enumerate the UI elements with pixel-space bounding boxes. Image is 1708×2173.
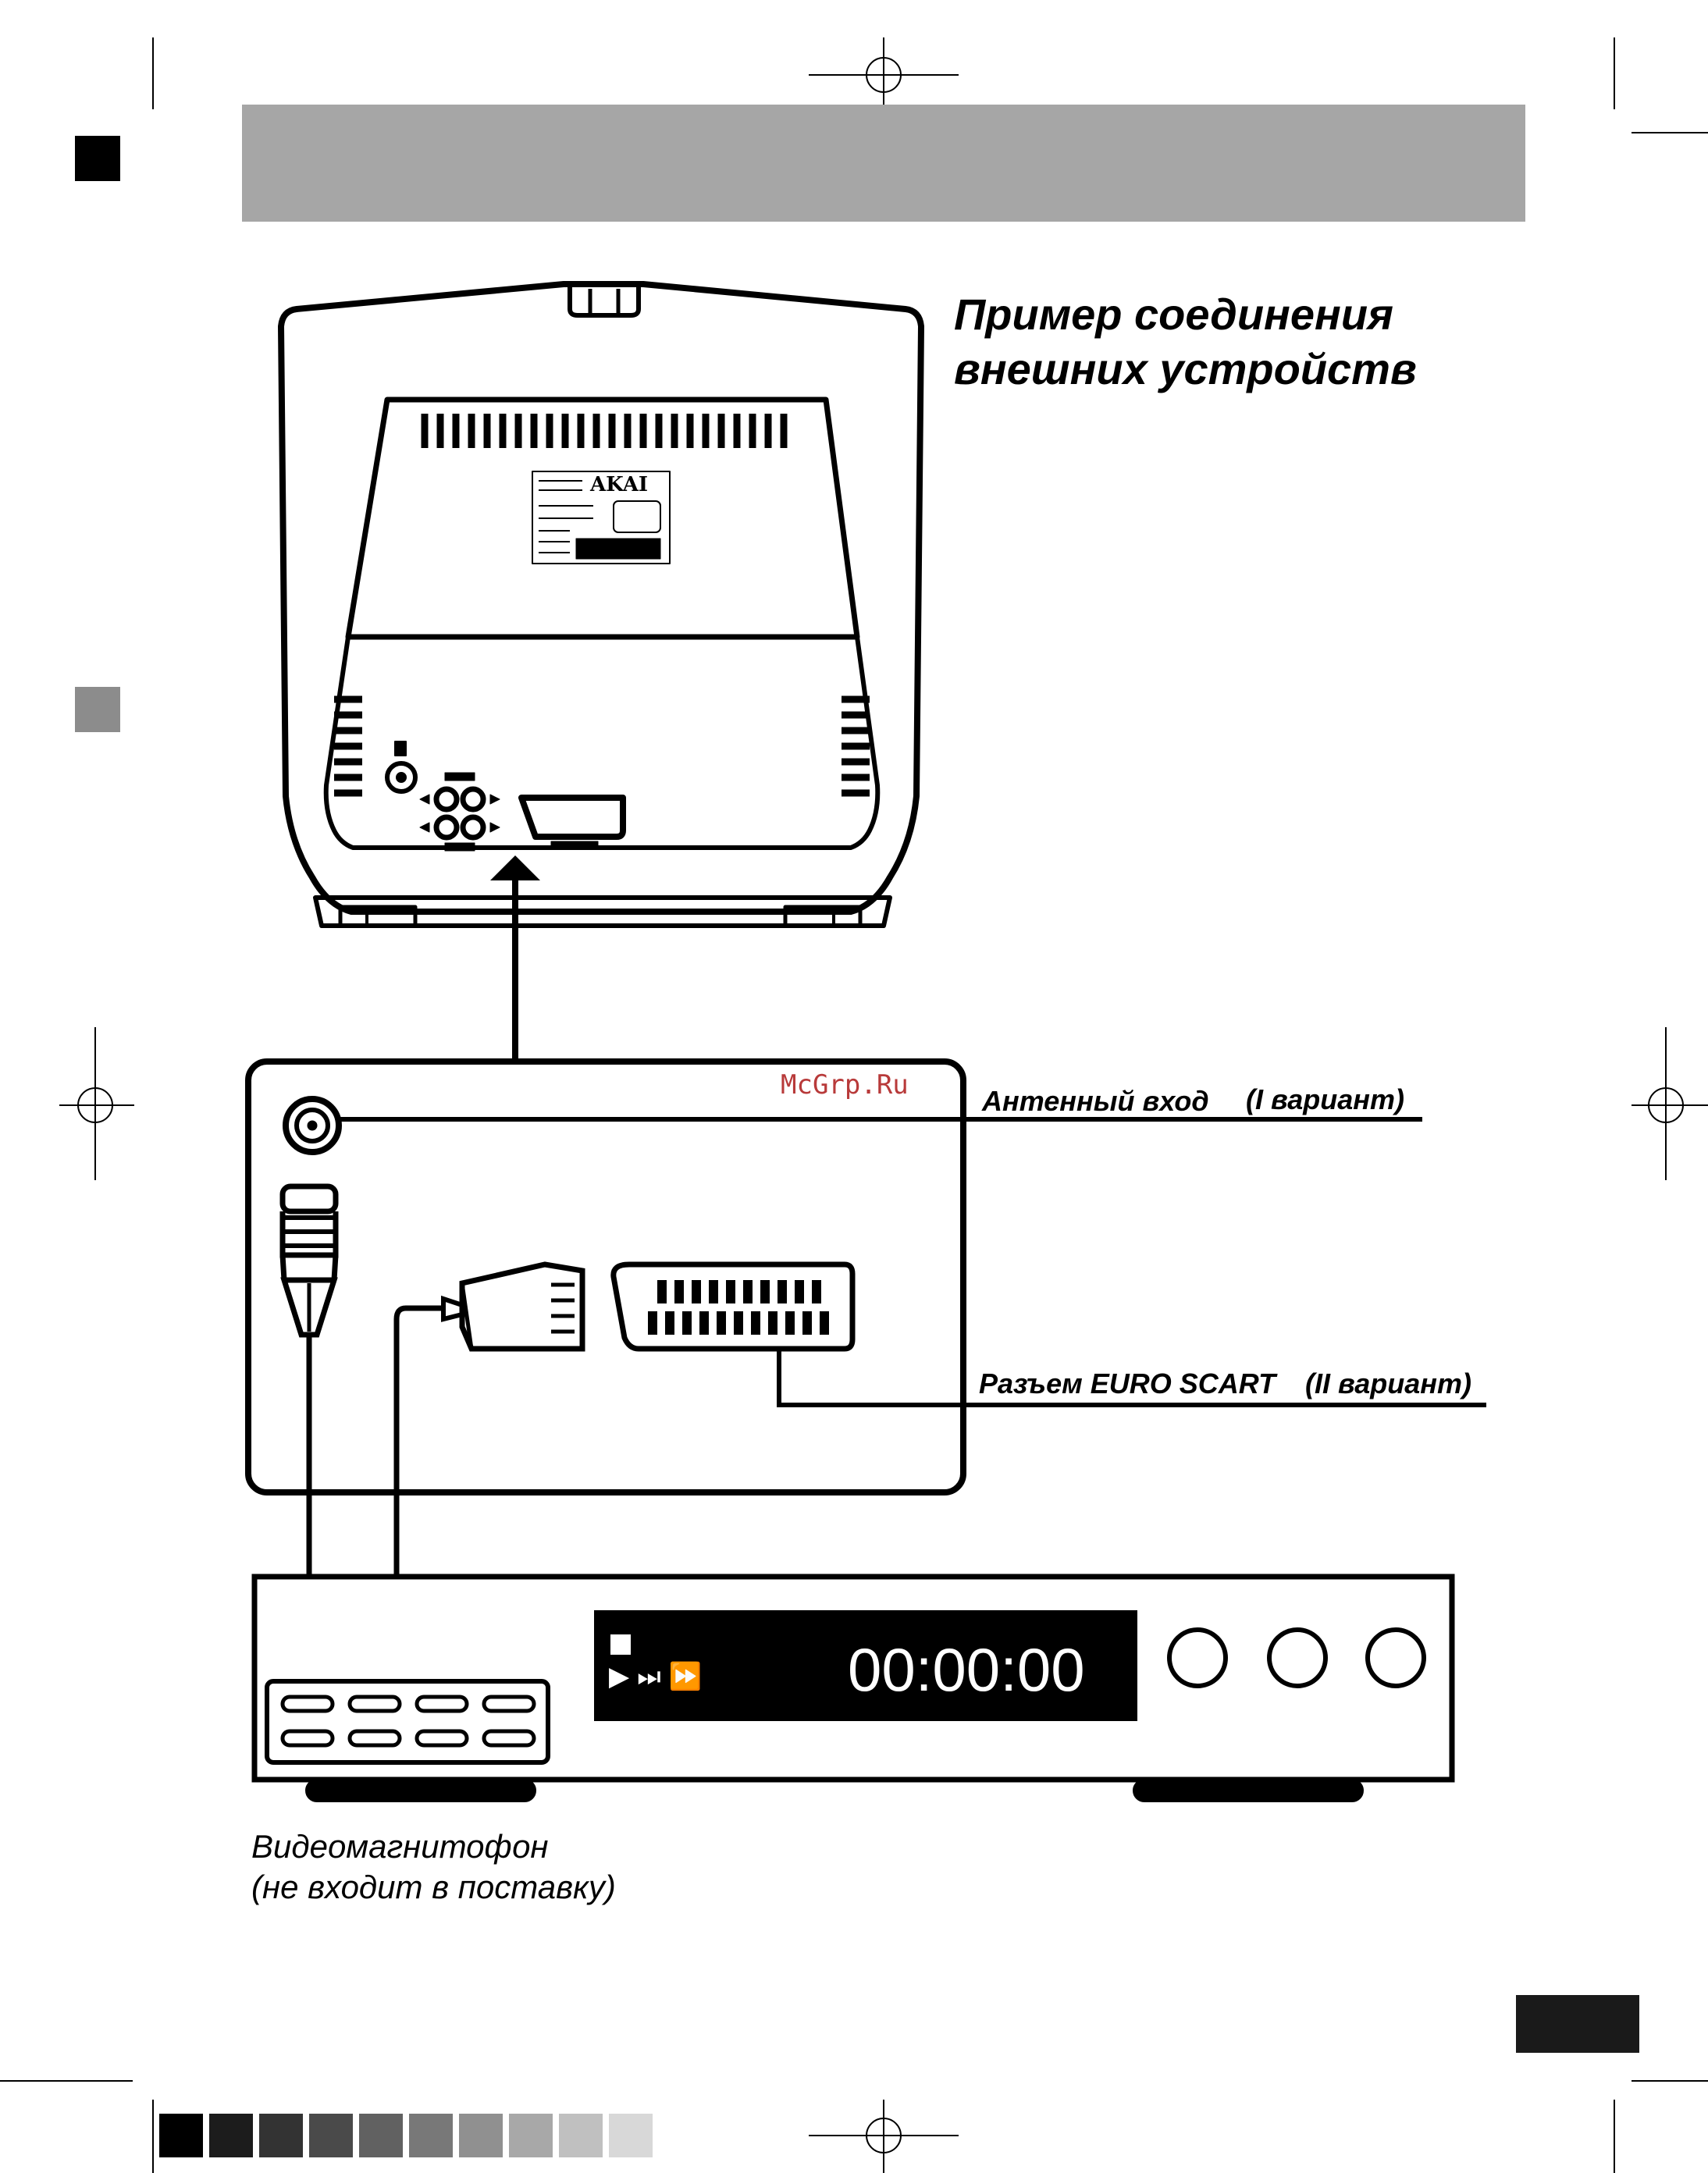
black-square [75,136,120,181]
grey-square [75,687,120,732]
connector-panel [248,1062,1486,1577]
vcr-caption-line-2: (не входит в поставку) [251,1867,616,1908]
watermark-text: McGrp.Ru [781,1069,909,1101]
page-number-tab [1516,1995,1639,2053]
scart-connector-label: Разъем EURO SCART [979,1367,1276,1400]
play-icon: ▶ [609,1661,637,1692]
antenna-variant-label: (I вариант) [1246,1083,1404,1116]
stop-icon [610,1634,631,1655]
scart-variant-label: (II вариант) [1305,1367,1471,1400]
tv-brand-logo: AKAI [590,473,648,496]
vcr-caption-line-1: Видеомагнитофон [251,1826,616,1867]
title-line-1: Пример соединения [954,287,1417,342]
vcr-caption: Видеомагнитофон (не входит в поставку) [251,1826,616,1908]
antenna-input-label: Антенный вход [982,1085,1209,1118]
diagram-title: Пример соединения внешних устройств [954,287,1417,397]
playback-icons: ▶⏭⏩ [609,1661,710,1692]
skip-next-icon: ⏭ [637,1661,669,1692]
title-line-2: внешних устройств [954,342,1417,397]
fast-forward-icon: ⏩ [669,1661,710,1692]
header-band [242,105,1525,222]
vcr-timer: 00:00:00 [848,1634,1085,1705]
greyscale-strip [159,2114,653,2157]
tv-rear-illustration [281,284,921,926]
connection-arrow [490,855,540,1062]
